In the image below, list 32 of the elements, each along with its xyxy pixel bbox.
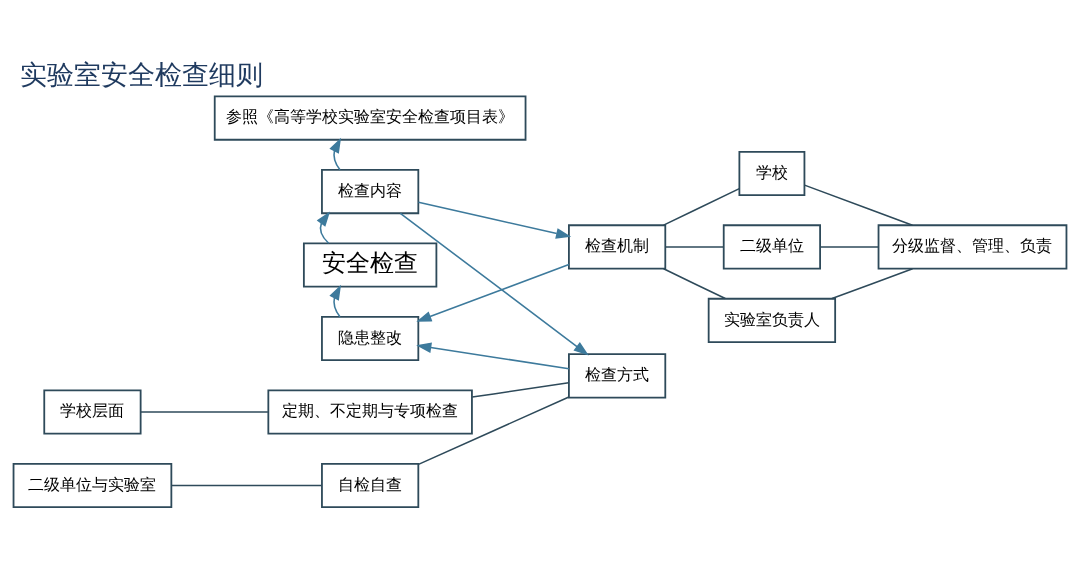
- diagram-title: 实验室安全检查细则: [19, 58, 263, 90]
- node-box: 检查内容: [321, 168, 420, 214]
- node-box: 检查机制: [568, 223, 667, 270]
- connector: [662, 267, 727, 299]
- arrow: [416, 341, 570, 369]
- arrow: [316, 210, 331, 244]
- connector: [662, 187, 741, 226]
- arrow: [417, 200, 572, 239]
- connector: [139, 410, 269, 413]
- connector: [664, 245, 725, 248]
- connector: [819, 245, 880, 248]
- node-box: 二级单位: [722, 223, 821, 270]
- node-box: 二级单位与实验室: [12, 462, 173, 508]
- node-box: 学校: [738, 150, 806, 196]
- node-box: 分级监督、管理、负责: [877, 223, 1068, 270]
- node-box: 隐患整改: [321, 315, 420, 361]
- node-box: 实验室负责人: [707, 297, 837, 343]
- connector: [803, 183, 914, 226]
- connector: [170, 484, 323, 486]
- node-box: 定期、不定期与专项检查: [267, 388, 473, 435]
- arrow: [329, 137, 342, 170]
- arrow: [399, 212, 589, 355]
- connector: [417, 395, 570, 465]
- arrow: [329, 284, 342, 317]
- node-box: 安全检查: [302, 241, 438, 288]
- connector: [831, 267, 914, 299]
- node-box: 自检自查: [321, 462, 420, 508]
- node-box: 参照《高等学校实验室安全检查项目表》: [213, 94, 527, 141]
- connector: [471, 381, 570, 398]
- node-box: 检查方式: [568, 352, 667, 398]
- node-box: 学校层面: [43, 388, 142, 435]
- arrow: [416, 263, 570, 322]
